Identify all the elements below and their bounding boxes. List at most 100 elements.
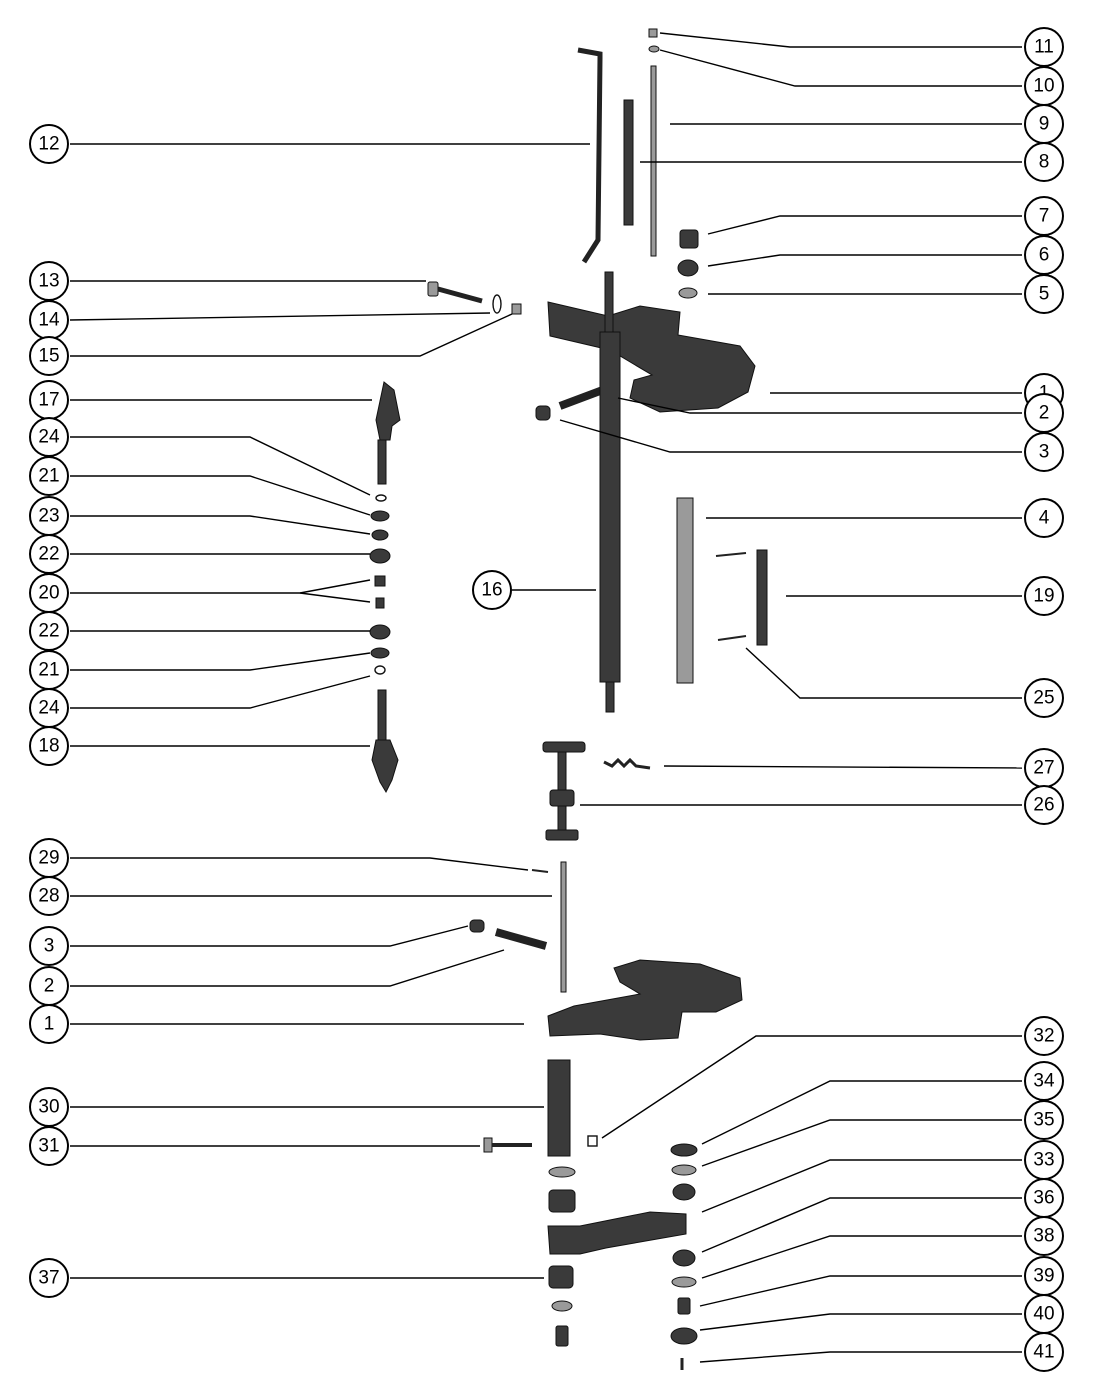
callout-10: 10 — [1024, 66, 1064, 106]
svg-text:41: 41 — [1033, 1342, 1054, 1363]
part-bracket-1-lower — [547, 959, 743, 1041]
part-sleeve-8 — [623, 99, 634, 226]
callout-26: 26 — [1024, 785, 1064, 825]
part-cotter-pin-25-upper — [715, 552, 747, 557]
callout-9: 9 — [1024, 104, 1064, 144]
callout-3-upper: 3 — [1024, 432, 1064, 472]
callout-14: 14 — [29, 300, 69, 340]
part-tube-4 — [676, 497, 694, 684]
callout-3-lower: 3 — [29, 926, 69, 966]
svg-text:25: 25 — [1033, 688, 1054, 709]
callout-21-upper: 21 — [29, 456, 69, 496]
part-threaded-rod-2-lower — [494, 928, 548, 950]
svg-text:21: 21 — [38, 466, 59, 487]
svg-text:28: 28 — [38, 886, 59, 907]
svg-text:34: 34 — [1033, 1071, 1055, 1092]
part-washer-10 — [648, 45, 660, 53]
part-tube-30 — [547, 1059, 571, 1157]
callout-19: 19 — [1024, 576, 1064, 616]
part-washer-5 — [678, 287, 698, 299]
part-nut-32 — [587, 1135, 598, 1147]
svg-text:27: 27 — [1033, 758, 1054, 779]
part-rod-28 — [560, 861, 567, 993]
callout-7: 7 — [1024, 196, 1064, 236]
svg-text:36: 36 — [1033, 1188, 1054, 1209]
callout-31: 31 — [29, 1126, 69, 1166]
callout-16: 16 — [472, 570, 512, 610]
callout-20: 20 — [29, 573, 69, 613]
svg-text:6: 6 — [1039, 245, 1050, 266]
callout-2-upper: 2 — [1024, 393, 1064, 433]
part-washer-under-37 — [551, 1300, 573, 1312]
part-cap-20-lower — [375, 597, 385, 609]
part-bent-rod-12 — [577, 47, 603, 264]
svg-text:2: 2 — [44, 976, 55, 997]
part-bearing-22-upper — [369, 548, 391, 564]
svg-text:24: 24 — [38, 698, 60, 719]
callout-1-lower: 1 — [29, 1004, 69, 1044]
part-bolt-31 — [483, 1137, 532, 1153]
part-oring-24-upper — [375, 494, 387, 502]
svg-text:24: 24 — [38, 427, 60, 448]
part-nut-6 — [677, 259, 699, 277]
callout-5: 5 — [1024, 274, 1064, 314]
callout-40: 40 — [1024, 1294, 1064, 1334]
part-washer-35 — [671, 1164, 697, 1176]
svg-text:13: 13 — [38, 271, 59, 292]
part-cap-20-upper — [374, 575, 386, 587]
part-cap-40 — [670, 1327, 698, 1345]
callout-38: 38 — [1024, 1216, 1064, 1256]
svg-text:4: 4 — [1039, 508, 1050, 529]
callout-30: 30 — [29, 1087, 69, 1127]
callout-23: 23 — [29, 496, 69, 536]
svg-text:38: 38 — [1033, 1226, 1054, 1247]
svg-text:10: 10 — [1033, 76, 1054, 97]
part-cotter-pin-25-lower — [717, 635, 747, 641]
part-washer-21-upper — [370, 510, 390, 522]
svg-text:31: 31 — [38, 1136, 59, 1157]
part-washer-14 — [492, 294, 502, 314]
callout-41: 41 — [1024, 1332, 1064, 1372]
part-nut-3-lower — [469, 919, 485, 933]
part-bearing-22-lower — [369, 624, 391, 640]
part-screw-26 — [542, 741, 586, 841]
callout-22-upper: 22 — [29, 534, 69, 574]
callout-18: 18 — [29, 726, 69, 766]
callout-12: 12 — [29, 124, 69, 164]
part-bushing-37 — [548, 1265, 574, 1289]
part-shaft-16 — [599, 271, 621, 713]
part-bolt-13 — [427, 281, 483, 304]
callout-17: 17 — [29, 380, 69, 420]
part-nut-15 — [511, 303, 522, 315]
callout-8: 8 — [1024, 142, 1064, 182]
svg-text:29: 29 — [38, 848, 59, 869]
part-washer-23 — [371, 529, 389, 541]
svg-text:2: 2 — [1039, 403, 1050, 424]
callout-6: 6 — [1024, 235, 1064, 275]
part-bushing-under-30 — [548, 1189, 576, 1213]
svg-text:9: 9 — [1039, 114, 1050, 135]
callout-35: 35 — [1024, 1100, 1064, 1140]
part-handle-17 — [375, 381, 401, 485]
part-rod-9 — [650, 65, 657, 257]
svg-text:11: 11 — [1034, 37, 1054, 58]
part-cap-34 — [670, 1143, 698, 1157]
svg-text:17: 17 — [38, 390, 59, 411]
part-nut-36 — [672, 1249, 696, 1267]
svg-text:33: 33 — [1033, 1150, 1054, 1171]
callout-32: 32 — [1024, 1016, 1064, 1056]
svg-text:30: 30 — [38, 1097, 59, 1118]
part-nut-11 — [648, 28, 658, 38]
svg-text:7: 7 — [1039, 206, 1050, 227]
callout-21-lower: 21 — [29, 650, 69, 690]
svg-text:12: 12 — [38, 134, 59, 155]
part-nut-3-upper — [535, 405, 551, 421]
callout-36: 36 — [1024, 1178, 1064, 1218]
svg-text:18: 18 — [38, 736, 59, 757]
svg-text:22: 22 — [38, 544, 59, 565]
svg-text:26: 26 — [1033, 795, 1054, 816]
part-bushing-7 — [679, 229, 699, 249]
part-washer-38 — [671, 1276, 697, 1288]
part-drawings — [369, 28, 768, 1370]
svg-text:40: 40 — [1033, 1304, 1054, 1325]
